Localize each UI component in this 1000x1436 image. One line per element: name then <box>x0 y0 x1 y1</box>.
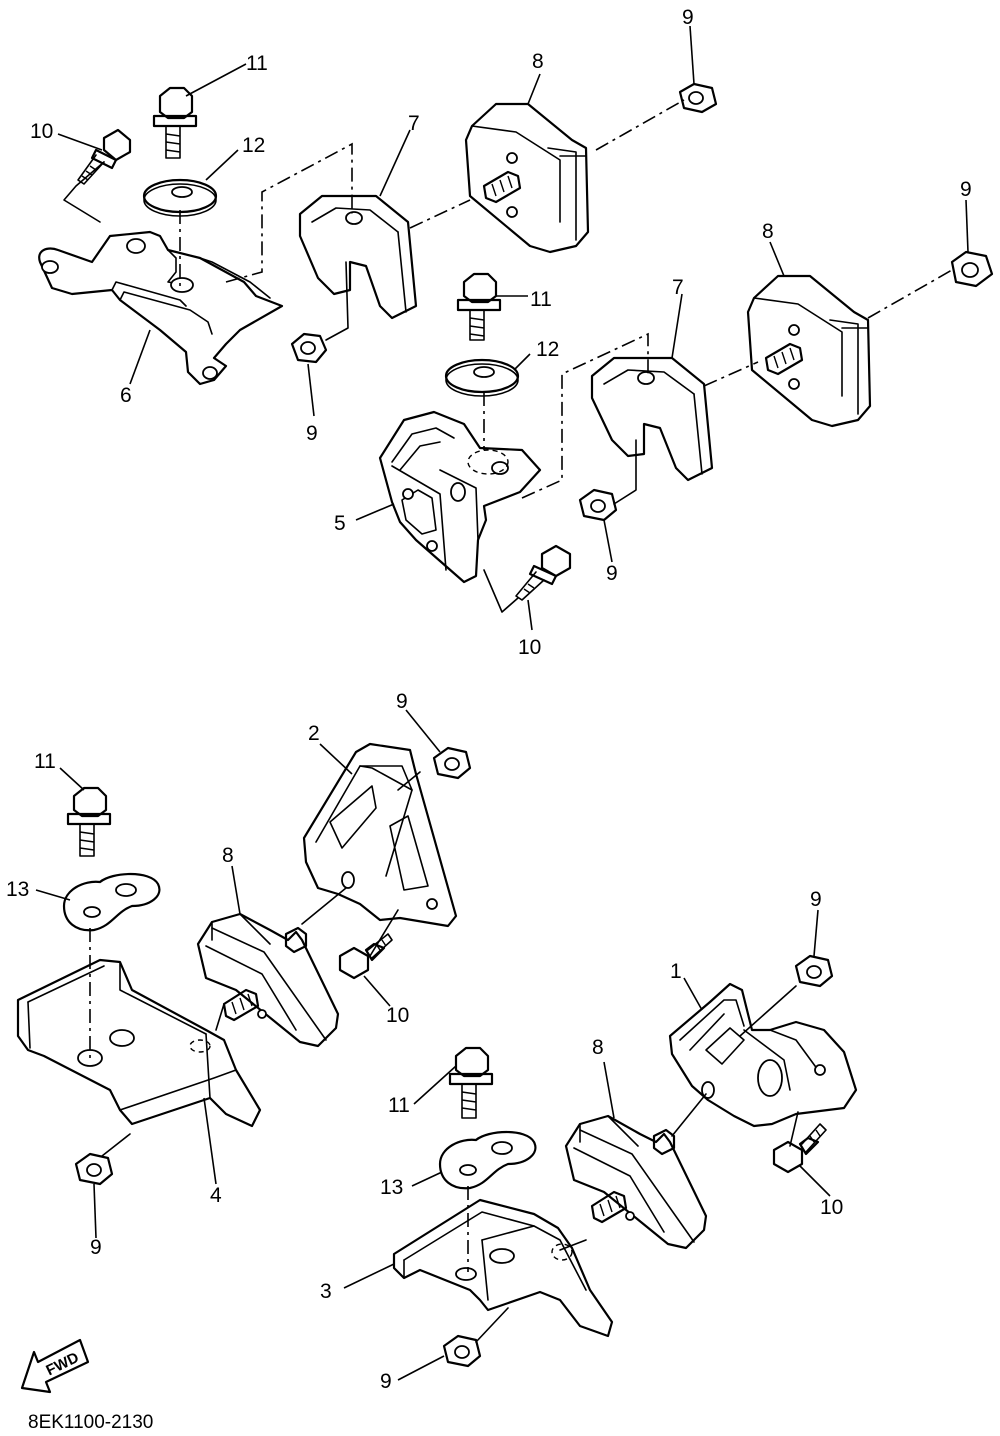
nut-9-lower-left <box>74 1152 114 1186</box>
callout-3: 3 <box>320 1280 332 1303</box>
callout-9: 9 <box>90 1236 102 1259</box>
callout-13: 13 <box>380 1176 403 1199</box>
callout-12: 12 <box>242 134 265 157</box>
callout-12: 12 <box>536 338 559 361</box>
callout-8: 8 <box>222 844 234 867</box>
callout-4: 4 <box>210 1184 222 1207</box>
callout-13: 13 <box>6 878 29 901</box>
callout-leaders <box>35 25 969 1381</box>
part-6-bracket <box>38 230 284 386</box>
callout-9: 9 <box>810 888 822 911</box>
nut-9-bottom <box>442 1334 482 1368</box>
part-8-upper-right <box>746 274 872 428</box>
washer-12-upper-right <box>444 358 520 397</box>
part-3-bracket <box>392 1198 614 1338</box>
part-8-lower-left <box>196 912 340 1048</box>
bolt-10-lower-right <box>772 1123 827 1174</box>
callout-7: 7 <box>408 112 420 135</box>
nut-9-mid-left <box>290 332 328 364</box>
nut-9-upper-right <box>950 250 994 288</box>
part-8-lower-right <box>564 1114 708 1250</box>
nut-9-lower-right-top <box>794 954 834 988</box>
bolt-10-lower-left <box>338 933 393 980</box>
part-7-upper-right <box>590 356 714 482</box>
part-2-bracket <box>302 742 458 928</box>
bolt-11-lower-left <box>66 786 112 857</box>
callout-8: 8 <box>532 50 544 73</box>
callout-2: 2 <box>308 722 320 745</box>
callout-10: 10 <box>386 1004 409 1027</box>
part-5-bracket <box>378 410 542 584</box>
center-lines <box>63 99 953 1343</box>
callout-11: 11 <box>388 1094 410 1117</box>
plate-13-lower-left <box>62 873 161 932</box>
callout-5: 5 <box>334 512 346 535</box>
callout-11: 11 <box>34 750 56 773</box>
callout-9: 9 <box>396 690 408 713</box>
callout-7: 7 <box>672 276 684 299</box>
drawing-code: 8EK1100-2130 <box>28 1412 153 1433</box>
callout-1: 1 <box>670 960 682 983</box>
bolt-11-upper-left <box>152 86 198 159</box>
bolt-10-center <box>515 544 572 601</box>
nut-9-center <box>578 488 618 522</box>
nut-9-top <box>678 82 718 114</box>
plate-13-lower-right <box>438 1131 537 1190</box>
callout-6: 6 <box>120 384 132 407</box>
part-1-bracket <box>668 982 858 1128</box>
callout-11: 11 <box>530 288 552 311</box>
fwd-arrow: FWD <box>20 1338 90 1394</box>
callout-10: 10 <box>518 636 541 659</box>
callout-8: 8 <box>762 220 774 243</box>
part-8-upper-left <box>464 102 590 254</box>
callout-9: 9 <box>306 422 318 445</box>
callout-9: 9 <box>380 1370 392 1393</box>
nut-9-lower-top <box>432 746 472 780</box>
callout-10: 10 <box>30 120 53 143</box>
callout-9: 9 <box>960 178 972 201</box>
callout-9: 9 <box>606 562 618 585</box>
bolt-11-upper-right <box>456 272 502 341</box>
part-7-upper-left <box>298 194 418 320</box>
callout-9: 9 <box>682 6 694 29</box>
callout-10: 10 <box>820 1196 843 1219</box>
bolt-10-upper-left <box>77 128 132 185</box>
callout-labels: 9 11 10 12 7 8 6 9 9 8 7 11 12 5 9 10 9 … <box>6 6 972 1393</box>
bolt-11-lower-right <box>448 1046 494 1119</box>
callout-8: 8 <box>592 1036 604 1059</box>
callout-11: 11 <box>246 52 268 75</box>
